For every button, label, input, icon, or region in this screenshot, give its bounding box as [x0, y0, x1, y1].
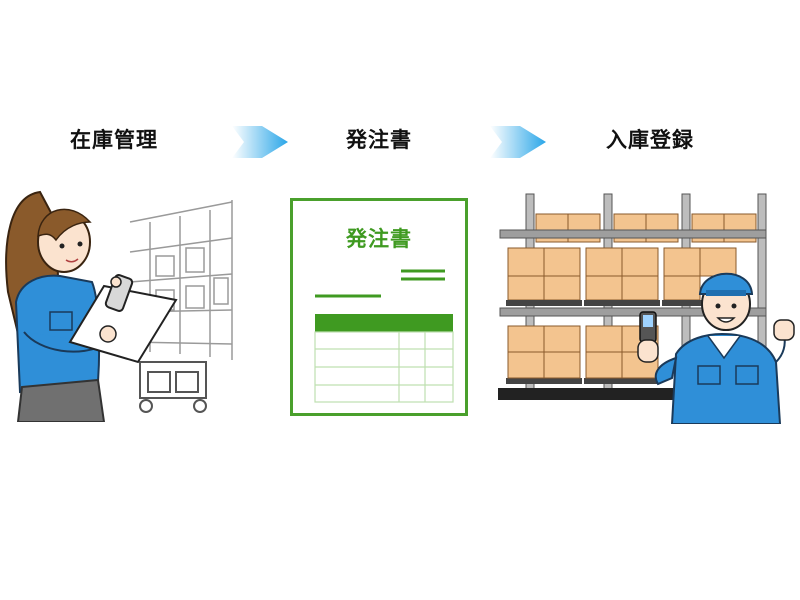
- arrow-right-icon: [490, 126, 546, 158]
- woman-with-clipboard-scanner-icon: [5, 190, 233, 422]
- order-form-icon: 発注書: [290, 198, 468, 416]
- step-title-receiving: 入庫登録: [606, 128, 694, 152]
- order-form-title: 発注書: [346, 227, 412, 251]
- man-with-handheld-terminal-icon: [637, 272, 795, 424]
- step-title-inventory: 在庫管理: [70, 128, 158, 152]
- order-form-body: [314, 269, 454, 403]
- step-title-purchase-order: 発注書: [346, 128, 412, 152]
- arrow-right-icon: [232, 126, 288, 158]
